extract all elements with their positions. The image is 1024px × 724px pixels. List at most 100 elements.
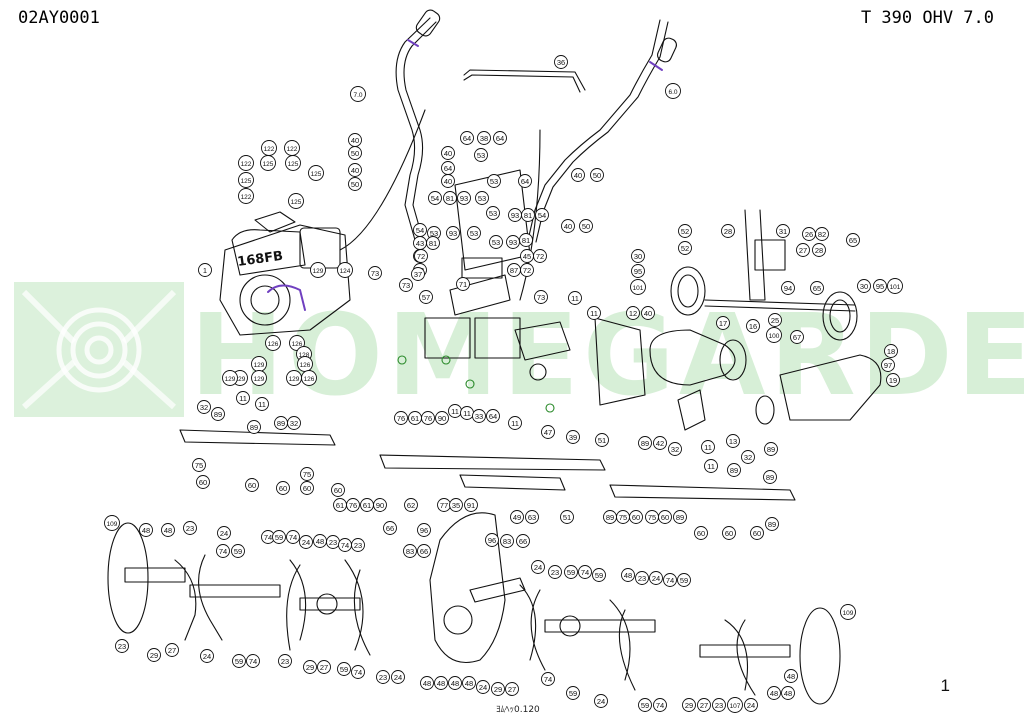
callout-number: 40 xyxy=(574,171,582,180)
highlighted-fasteners xyxy=(397,355,555,413)
callout-37: 37 xyxy=(411,267,425,281)
callout-74: 74 xyxy=(286,530,300,544)
callout-number: 74 xyxy=(341,541,349,550)
callout-60: 60 xyxy=(300,481,314,495)
callout-number: 74 xyxy=(264,533,272,542)
callout-24: 24 xyxy=(594,694,608,708)
callout-24: 24 xyxy=(299,535,313,549)
callout-125: 125 xyxy=(288,193,304,209)
callout-23: 23 xyxy=(326,535,340,549)
callout-32: 32 xyxy=(741,450,755,464)
callout-number: 33 xyxy=(475,412,483,421)
callout-32: 32 xyxy=(197,400,211,414)
callout-number: 74 xyxy=(289,533,297,542)
callout-129: 129 xyxy=(310,262,326,278)
callout-number: 59 xyxy=(680,576,688,585)
callout-129: 129 xyxy=(286,370,302,386)
callout-27: 27 xyxy=(165,643,179,657)
footnote: ﾖﾑﾍｯ0.120 xyxy=(496,705,540,715)
callout-53: 53 xyxy=(487,174,501,188)
callout-23: 23 xyxy=(548,565,562,579)
callout-number: 59 xyxy=(569,689,577,698)
callout-number: 11 xyxy=(258,400,266,409)
callout-61: 61 xyxy=(408,411,422,425)
callout-125: 125 xyxy=(238,172,254,188)
callout-81: 81 xyxy=(521,208,535,222)
callout-number: 40 xyxy=(351,166,359,175)
callout-109: 109 xyxy=(840,604,856,620)
callout-50: 50 xyxy=(590,168,604,182)
callout-129: 129 xyxy=(251,370,267,386)
callout-51: 51 xyxy=(560,510,574,524)
callout-number: 73 xyxy=(371,269,379,278)
callout-number: 81 xyxy=(524,211,532,220)
callout-74: 74 xyxy=(578,565,592,579)
callout-125: 125 xyxy=(285,155,301,171)
callout-48: 48 xyxy=(420,676,434,690)
callout-number: 76 xyxy=(397,414,405,423)
callout-27: 27 xyxy=(697,698,711,712)
callout-number: 89 xyxy=(250,423,258,432)
callout-40: 40 xyxy=(571,168,585,182)
callout-number: 48 xyxy=(465,679,473,688)
callout-number: 48 xyxy=(624,571,632,580)
callout-number: 1 xyxy=(203,266,207,275)
callout-number: 72 xyxy=(536,252,544,261)
callout-number: 38 xyxy=(480,134,488,143)
callout-13: 13 xyxy=(726,434,740,448)
callout-59: 59 xyxy=(564,565,578,579)
callout-87: 87 xyxy=(507,263,521,277)
callout-number: 48 xyxy=(316,537,324,546)
callout-50: 50 xyxy=(348,177,362,191)
callout-number: 50 xyxy=(582,222,590,231)
callout-48: 48 xyxy=(139,523,153,537)
callout-number: 64 xyxy=(496,134,504,143)
callout-66: 66 xyxy=(417,544,431,558)
callout-47: 47 xyxy=(541,425,555,439)
callout-32: 32 xyxy=(287,416,301,430)
callout-number: 53 xyxy=(470,229,478,238)
callout-122: 122 xyxy=(238,155,254,171)
callout-number: 53 xyxy=(478,194,486,203)
callout-number: 125 xyxy=(241,178,252,185)
callout-number: 24 xyxy=(394,673,402,682)
callout-124: 124 xyxy=(337,262,353,278)
callout-59: 59 xyxy=(638,698,652,712)
callout-39: 39 xyxy=(566,430,580,444)
callout-57: 57 xyxy=(419,290,433,304)
callout-number: 89 xyxy=(766,473,774,482)
callout-74: 74 xyxy=(351,665,365,679)
callout-number: 17 xyxy=(719,319,727,328)
callout-number: 23 xyxy=(118,642,126,651)
callout-number: 74 xyxy=(581,568,589,577)
callout-number: 30 xyxy=(634,252,642,261)
engine xyxy=(219,211,351,336)
callout-number: 122 xyxy=(264,146,275,153)
callout-54: 54 xyxy=(428,191,442,205)
callout-number: 27 xyxy=(799,246,807,255)
callout-number: 93 xyxy=(460,194,468,203)
callout-number: 48 xyxy=(164,526,172,535)
callout-number: 76 xyxy=(349,501,357,510)
callout-number: 48 xyxy=(423,679,431,688)
callout-61: 61 xyxy=(360,498,374,512)
callout-23: 23 xyxy=(376,670,390,684)
callout-60: 60 xyxy=(694,526,708,540)
callout-91: 91 xyxy=(464,498,478,512)
callout-number: 66 xyxy=(519,537,527,546)
callout-number: 96 xyxy=(488,536,496,545)
callout-30: 30 xyxy=(631,249,645,263)
callout-61: 61 xyxy=(333,498,347,512)
callout-number: 32 xyxy=(744,453,752,462)
callout-number: 24 xyxy=(652,574,660,583)
callout-40: 40 xyxy=(441,146,455,160)
callout-53: 53 xyxy=(474,148,488,162)
callout-59: 59 xyxy=(231,544,245,558)
callout-number: 75 xyxy=(648,513,656,522)
callout-74: 74 xyxy=(338,538,352,552)
callout-number: 27 xyxy=(700,701,708,710)
callout-number: 57 xyxy=(422,293,430,302)
left-side-disc xyxy=(107,522,149,634)
callout-number: 40 xyxy=(444,177,452,186)
